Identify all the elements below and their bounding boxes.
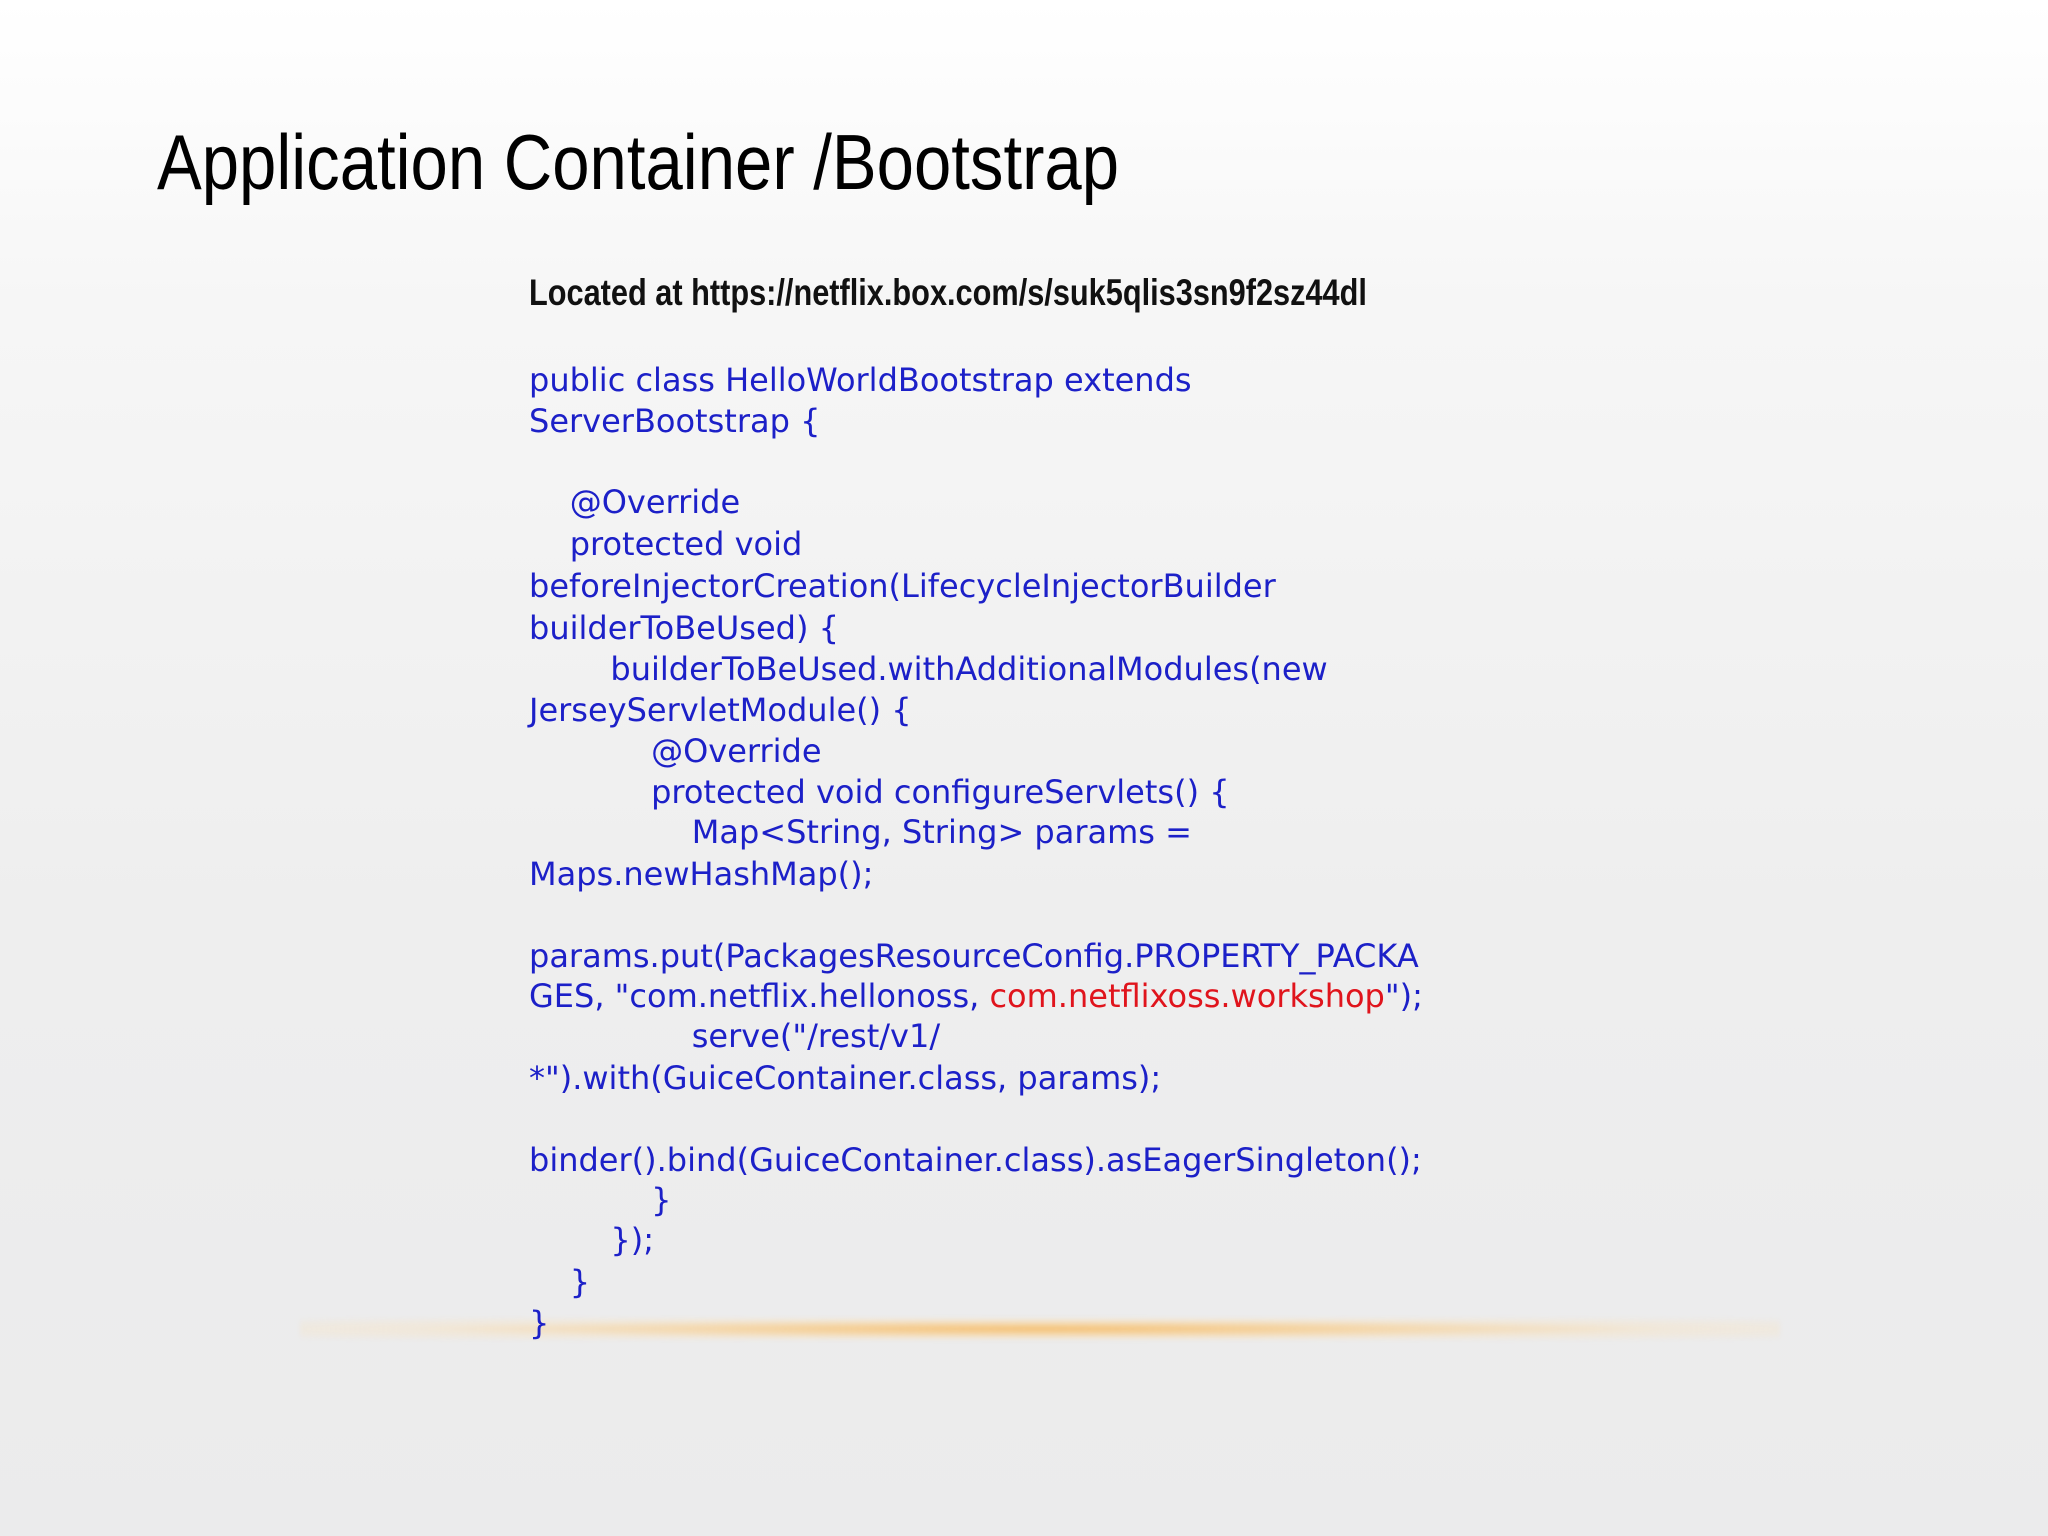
code-line: @Override (529, 481, 740, 523)
code-text: }); (529, 1221, 654, 1259)
code-text: protected void (529, 525, 803, 563)
slide-title: Application Container /Bootstrap (157, 118, 1120, 206)
code-text: } (529, 1263, 591, 1301)
code-text: } (529, 1304, 550, 1342)
code-text: Map<String, String> params = (529, 813, 1192, 851)
code-line: params.put(PackagesResourceConfig.PROPER… (529, 935, 1419, 977)
code-line: Maps.newHashMap(); (529, 853, 873, 895)
code-line: builderToBeUsed.withAdditionalModules(ne… (529, 648, 1328, 690)
code-text: GES, "com.netflix.hellonoss, (529, 977, 990, 1015)
code-line: ServerBootstrap { (529, 400, 820, 442)
code-line: *").with(GuiceContainer.class, params); (529, 1057, 1161, 1099)
code-text: "); (1384, 977, 1423, 1015)
source-link-text: Located at https://netflix.box.com/s/suk… (529, 272, 1367, 313)
code-line: binder().bind(GuiceContainer.class).asEa… (529, 1139, 1422, 1181)
code-line: public class HelloWorldBootstrap extends (529, 359, 1192, 401)
code-line: serve("/rest/v1/ (529, 1015, 940, 1057)
code-text: beforeInjectorCreation(LifecycleInjector… (529, 567, 1276, 605)
code-text: ServerBootstrap { (529, 402, 821, 440)
code-text: *").with(GuiceContainer.class, params); (529, 1059, 1162, 1097)
code-text: protected void configureServlets() { (529, 773, 1230, 811)
code-highlight: com.netflixoss.workshop (989, 977, 1385, 1015)
code-line: builderToBeUsed) { (529, 607, 839, 649)
code-line: GES, "com.netflix.hellonoss, com.netflix… (529, 975, 1423, 1017)
code-text: binder().bind(GuiceContainer.class).asEa… (529, 1141, 1422, 1179)
code-line: @Override (529, 730, 822, 772)
code-text: } (529, 1181, 672, 1219)
code-text: JerseyServletModule() { (529, 691, 912, 729)
code-line: protected void (529, 523, 803, 565)
code-line: } (529, 1302, 549, 1344)
code-text: params.put(PackagesResourceConfig.PROPER… (529, 937, 1419, 975)
code-line: beforeInjectorCreation(LifecycleInjector… (529, 565, 1276, 607)
code-text: serve("/rest/v1/ (529, 1017, 941, 1055)
code-line: protected void configureServlets() { (529, 771, 1230, 813)
code-text: public class HelloWorldBootstrap extends (529, 361, 1192, 399)
code-line: } (529, 1261, 590, 1303)
code-line: JerseyServletModule() { (529, 689, 912, 731)
code-line: }); (529, 1219, 654, 1261)
code-line: } (529, 1179, 671, 1221)
decorative-divider (300, 1318, 1780, 1340)
code-text: Maps.newHashMap(); (529, 855, 874, 893)
code-line: Map<String, String> params = (529, 811, 1192, 853)
code-text: builderToBeUsed.withAdditionalModules(ne… (529, 650, 1328, 688)
code-text: @Override (529, 483, 741, 521)
code-text: @Override (529, 732, 822, 770)
code-text: builderToBeUsed) { (529, 609, 839, 647)
